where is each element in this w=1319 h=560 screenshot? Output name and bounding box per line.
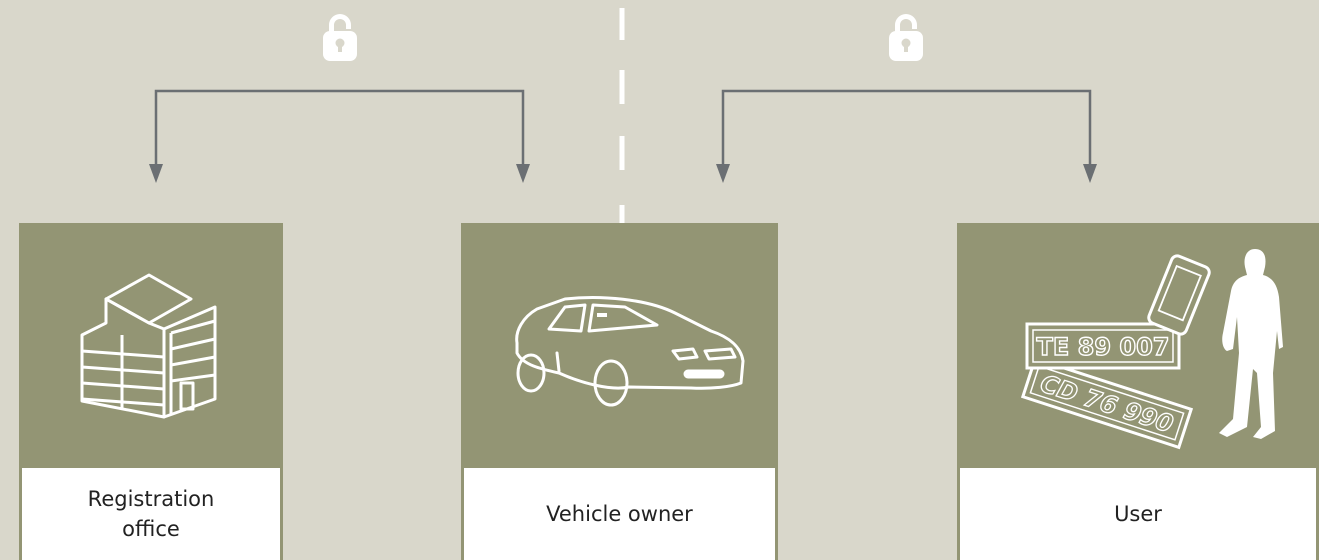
label-box: Registration office	[22, 468, 280, 560]
label-box: Vehicle owner	[464, 468, 775, 560]
arrowhead	[1083, 164, 1097, 183]
lock-icon	[323, 14, 357, 61]
label-box: User	[960, 468, 1316, 560]
person-icon	[1219, 249, 1283, 439]
card-label: Vehicle owner	[546, 499, 693, 529]
arrowhead	[149, 164, 163, 183]
arrowhead	[516, 164, 530, 183]
license-plate-icon: CD 76 990	[1023, 359, 1191, 448]
phone-icon	[1147, 254, 1211, 336]
lock-icon	[889, 14, 923, 61]
user-illustration: CD 76 990 TE 89 007	[957, 223, 1319, 468]
connector-right	[723, 91, 1090, 168]
building-icon	[19, 223, 283, 468]
card-label: User	[1114, 499, 1162, 529]
card-registration-office: Registration office	[19, 223, 283, 560]
card-vehicle-owner: Vehicle owner	[461, 223, 778, 560]
connector-left	[156, 91, 523, 168]
card-label: Registration office	[88, 484, 215, 544]
car-icon	[461, 223, 778, 468]
arrowhead	[716, 164, 730, 183]
card-user: CD 76 990 TE 89 007 User	[957, 223, 1319, 560]
license-plate-icon: TE 89 007	[1027, 324, 1179, 368]
plate-front-text: TE 89 007	[1037, 333, 1170, 361]
